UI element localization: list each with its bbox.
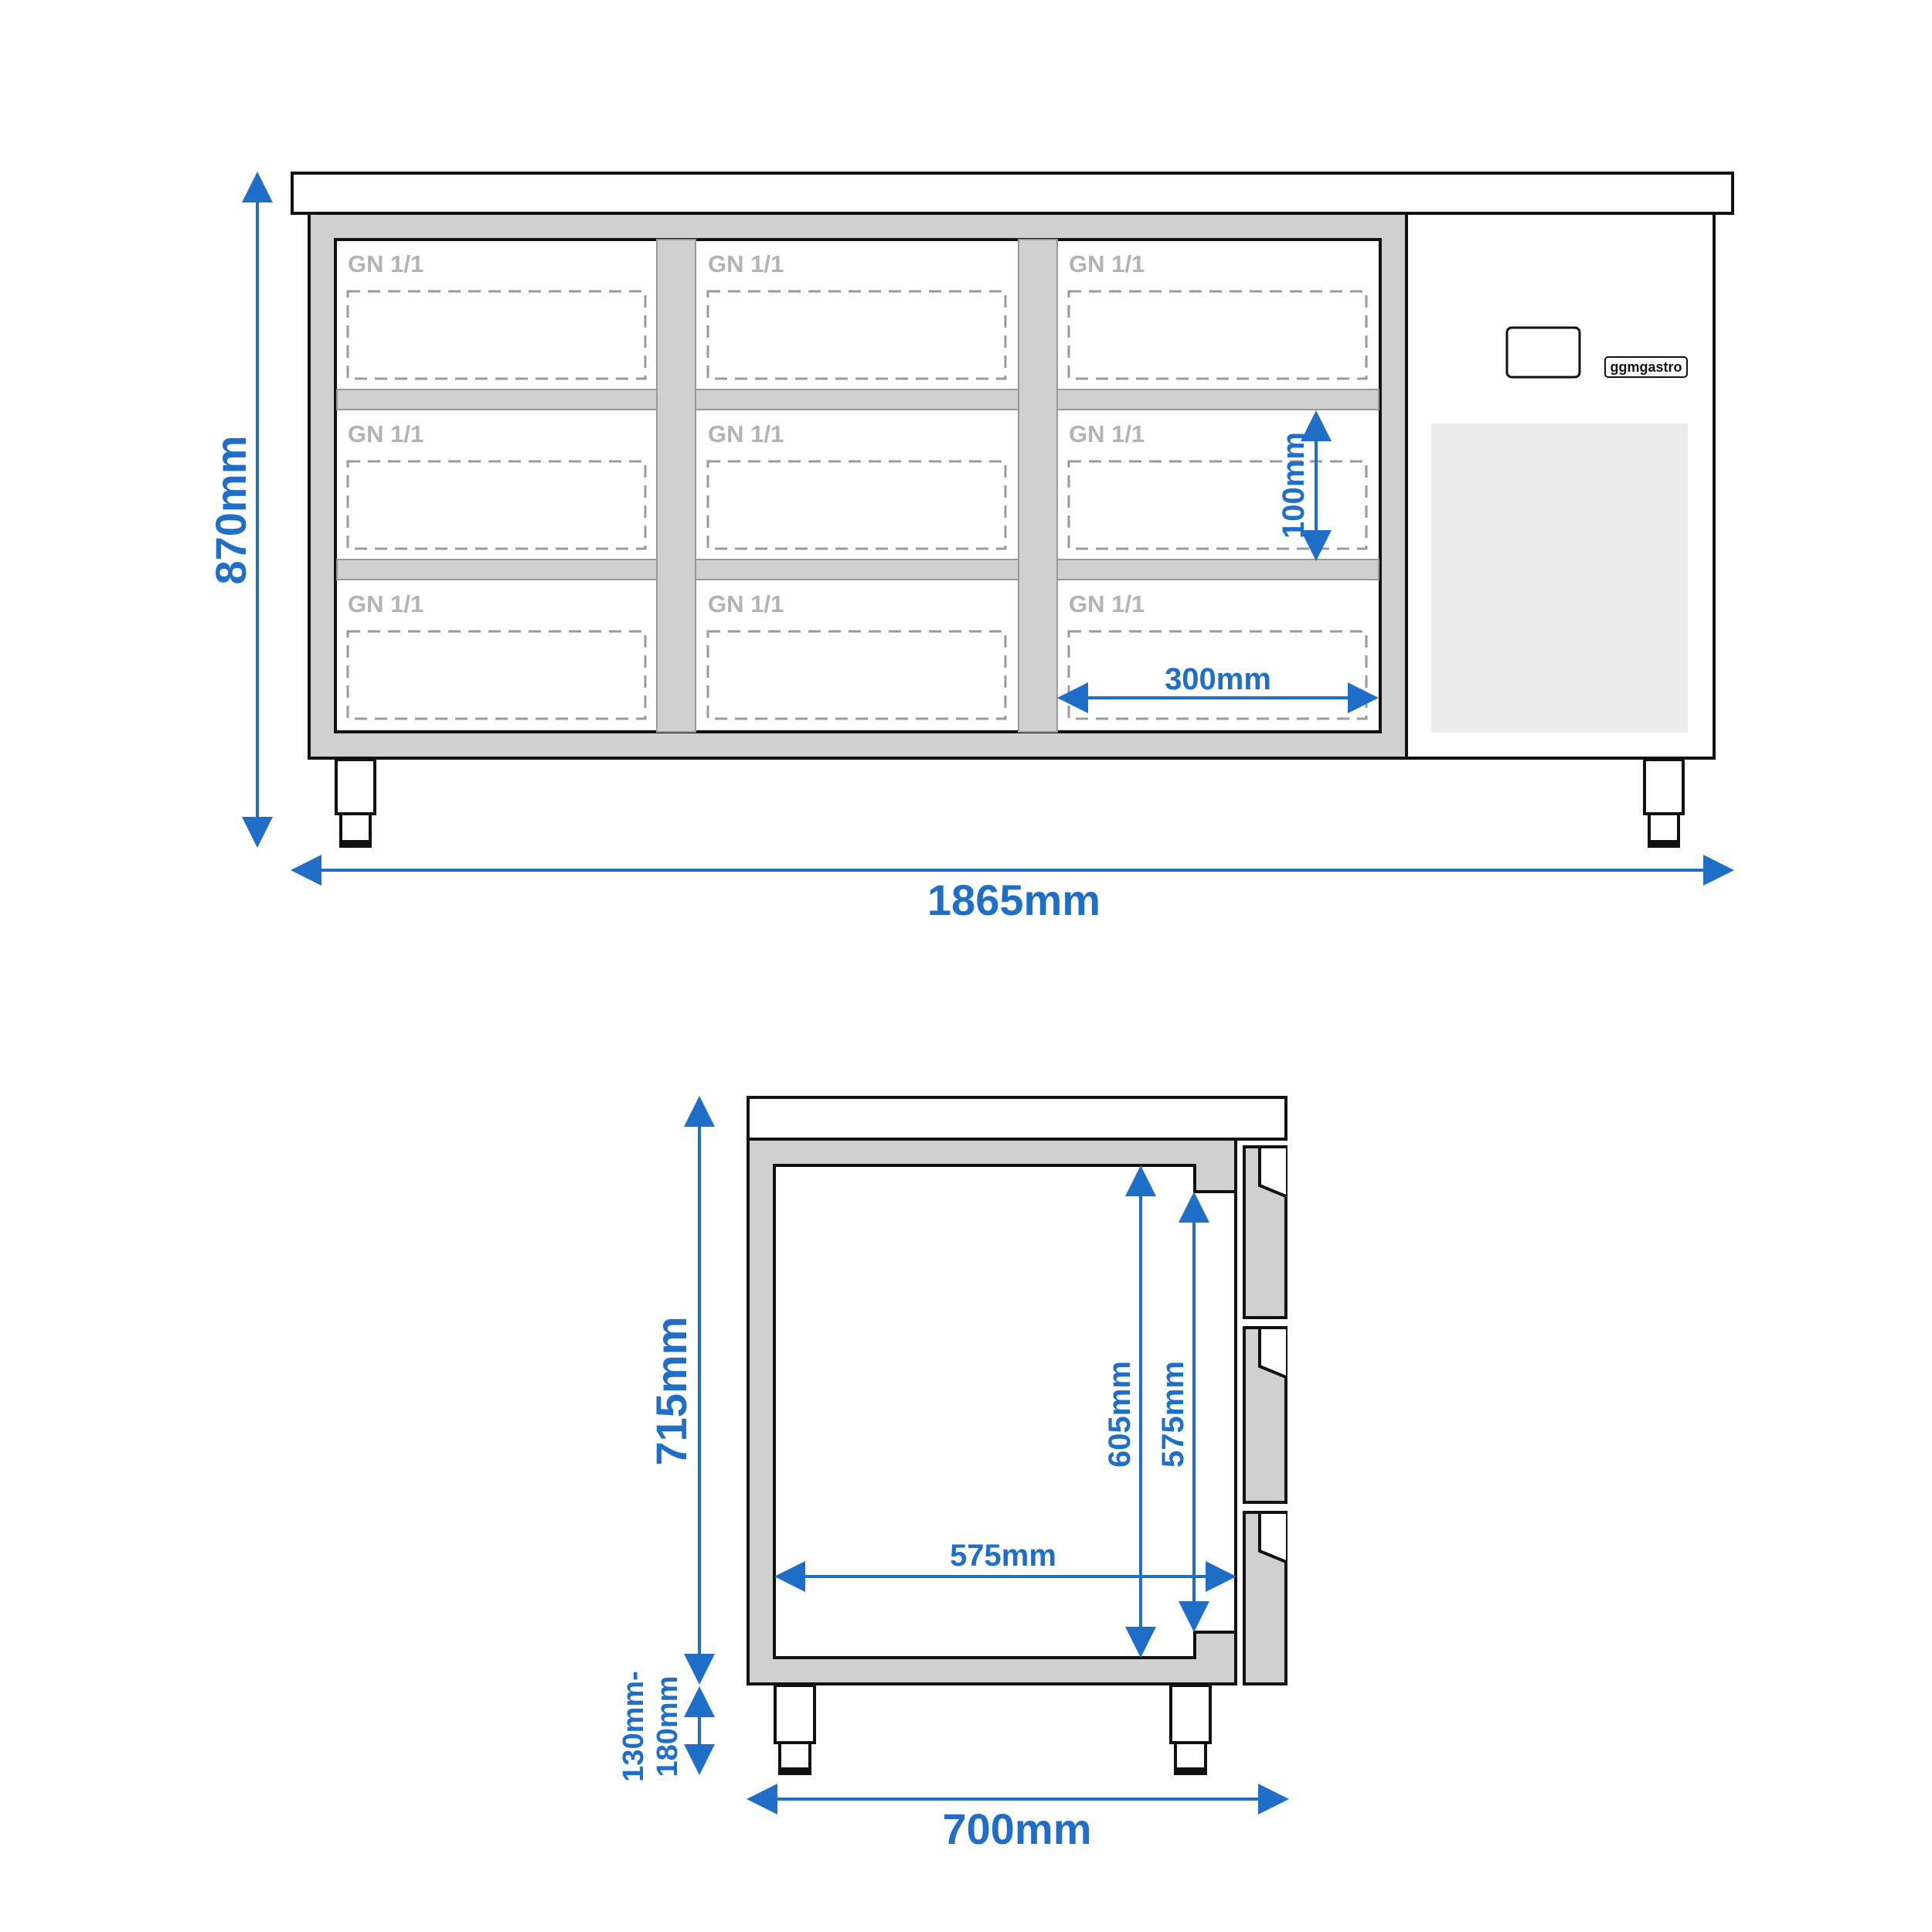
gn-pan	[1067, 290, 1368, 380]
door-handle	[1258, 1145, 1287, 1198]
front-worktop	[291, 172, 1734, 215]
gn-pan-label: GN 1/1	[708, 420, 784, 447]
side-inner-compartment	[773, 1164, 1237, 1659]
pan-width-dimension-label: 300mm	[1165, 662, 1271, 696]
front-view: ggmgastro GN 1/1 GN 1/1 G	[206, 172, 1734, 924]
gn-pan-label: GN 1/1	[1069, 590, 1145, 617]
gn-pan-label: GN 1/1	[348, 250, 423, 277]
gn-pan-label: GN 1/1	[708, 250, 784, 277]
inner-width-dimension-label: 575mm	[950, 1539, 1056, 1573]
door-handle	[1258, 1326, 1287, 1379]
leg-height-dimension-label-line2: 180mm	[651, 1676, 684, 1777]
gn-pan-label: GN 1/1	[1069, 250, 1145, 277]
brand-logo: ggmgastro	[1610, 359, 1682, 375]
gn-pan-label: GN 1/1	[348, 420, 423, 447]
side-view: 715mm 130mm- 180mm 700mm 575mm 605mm 575…	[617, 1096, 1289, 1853]
gn-pan-label: GN 1/1	[1069, 420, 1145, 447]
gn-pan	[1067, 460, 1368, 550]
gn-pans	[346, 290, 1368, 720]
gn-pan	[706, 630, 1007, 720]
gn-labels: GN 1/1 GN 1/1 GN 1/1 GN 1/1 GN 1/1 GN 1/…	[348, 250, 1145, 617]
shelves	[336, 389, 1379, 580]
width-dimension-label: 1865mm	[927, 876, 1100, 924]
inner-height-outer-dimension-label: 605mm	[1103, 1361, 1137, 1468]
body-height-dimension-label: 715mm	[647, 1316, 696, 1465]
side-worktop	[747, 1096, 1287, 1141]
ventilation-grille	[1431, 423, 1688, 733]
gn-pan-label: GN 1/1	[348, 590, 423, 617]
side-legs	[774, 1684, 1212, 1775]
gn-pan	[346, 460, 647, 550]
door-handle	[1258, 1511, 1287, 1563]
gn-pan	[346, 630, 647, 720]
side-door	[1243, 1145, 1287, 1685]
front-legs	[335, 758, 1685, 848]
height-dimension-label: 870mm	[206, 435, 255, 584]
gn-pan	[706, 290, 1007, 380]
depth-dimension-label: 700mm	[942, 1804, 1091, 1853]
inner-height-inner-dimension-label: 575mm	[1156, 1361, 1190, 1468]
front-door-window	[334, 238, 1382, 733]
gn-pan	[1067, 630, 1368, 720]
pan-height-dimension-label: 100mm	[1277, 432, 1311, 539]
divider-1	[656, 239, 696, 733]
gn-pan-label: GN 1/1	[708, 590, 784, 617]
gn-pan	[706, 460, 1007, 550]
gn-pan	[346, 290, 647, 380]
divider-2	[1018, 239, 1058, 733]
control-display	[1505, 326, 1581, 379]
leg-height-dimension-label-line1: 130mm-	[617, 1671, 650, 1782]
brand-badge	[1604, 356, 1688, 378]
